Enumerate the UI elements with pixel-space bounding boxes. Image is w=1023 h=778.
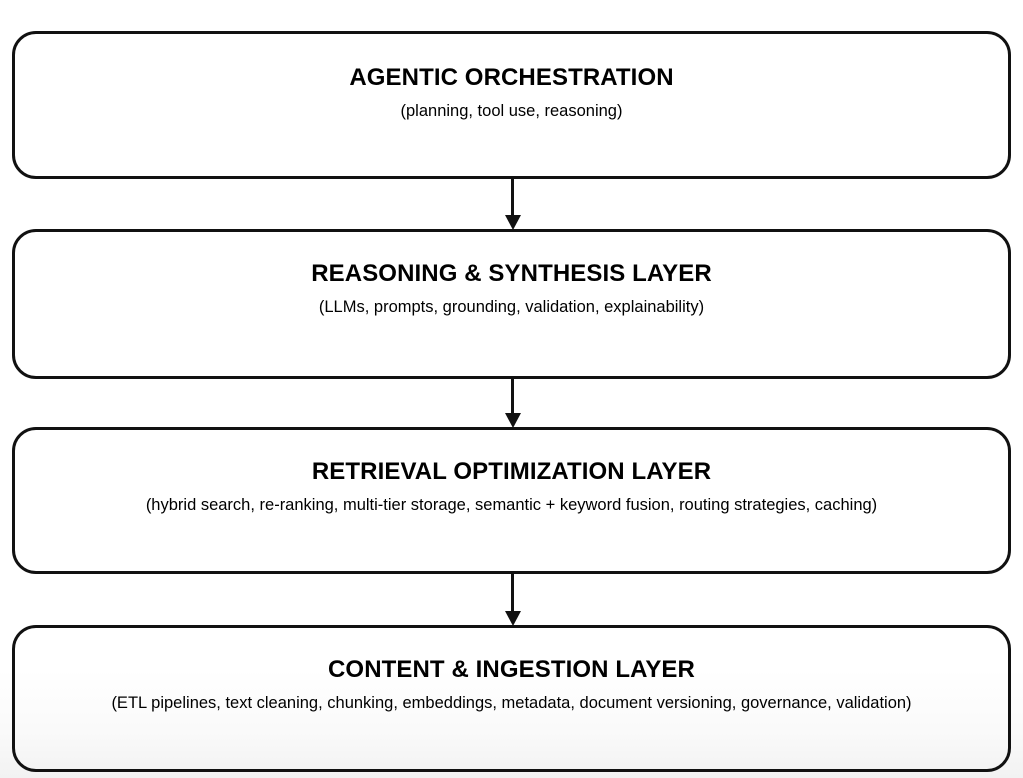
layer-box-content-ingestion-layer: CONTENT & INGESTION LAYER (ETL pipelines… bbox=[12, 625, 1011, 772]
arrow-head bbox=[505, 215, 521, 230]
layer-title: REASONING & SYNTHESIS LAYER bbox=[311, 260, 712, 287]
arrow-stem bbox=[511, 179, 514, 216]
arrow-head bbox=[505, 611, 521, 626]
layer-subtitle: (ETL pipelines, text cleaning, chunking,… bbox=[111, 694, 912, 713]
layer-title: CONTENT & INGESTION LAYER bbox=[328, 656, 695, 683]
layer-box-reasoning-synthesis-layer: REASONING & SYNTHESIS LAYER (LLMs, promp… bbox=[12, 229, 1011, 379]
layer-box-agentic-orchestration: AGENTIC ORCHESTRATION (planning, tool us… bbox=[12, 31, 1011, 179]
layer-box-retrieval-optimization-layer: RETRIEVAL OPTIMIZATION LAYER (hybrid sea… bbox=[12, 427, 1011, 574]
layer-subtitle: (hybrid search, re-ranking, multi-tier s… bbox=[145, 496, 878, 515]
arrow-head bbox=[505, 413, 521, 428]
layer-title: AGENTIC ORCHESTRATION bbox=[349, 64, 674, 91]
layer-title: RETRIEVAL OPTIMIZATION LAYER bbox=[311, 458, 712, 485]
down-arrow-icon bbox=[505, 179, 521, 230]
layer-subtitle: (planning, tool use, reasoning) bbox=[400, 102, 623, 121]
down-arrow-icon bbox=[505, 379, 521, 428]
arrow-stem bbox=[511, 574, 514, 612]
arrow-stem bbox=[511, 379, 514, 414]
layer-subtitle: (LLMs, prompts, grounding, validation, e… bbox=[318, 298, 705, 317]
down-arrow-icon bbox=[505, 574, 521, 626]
